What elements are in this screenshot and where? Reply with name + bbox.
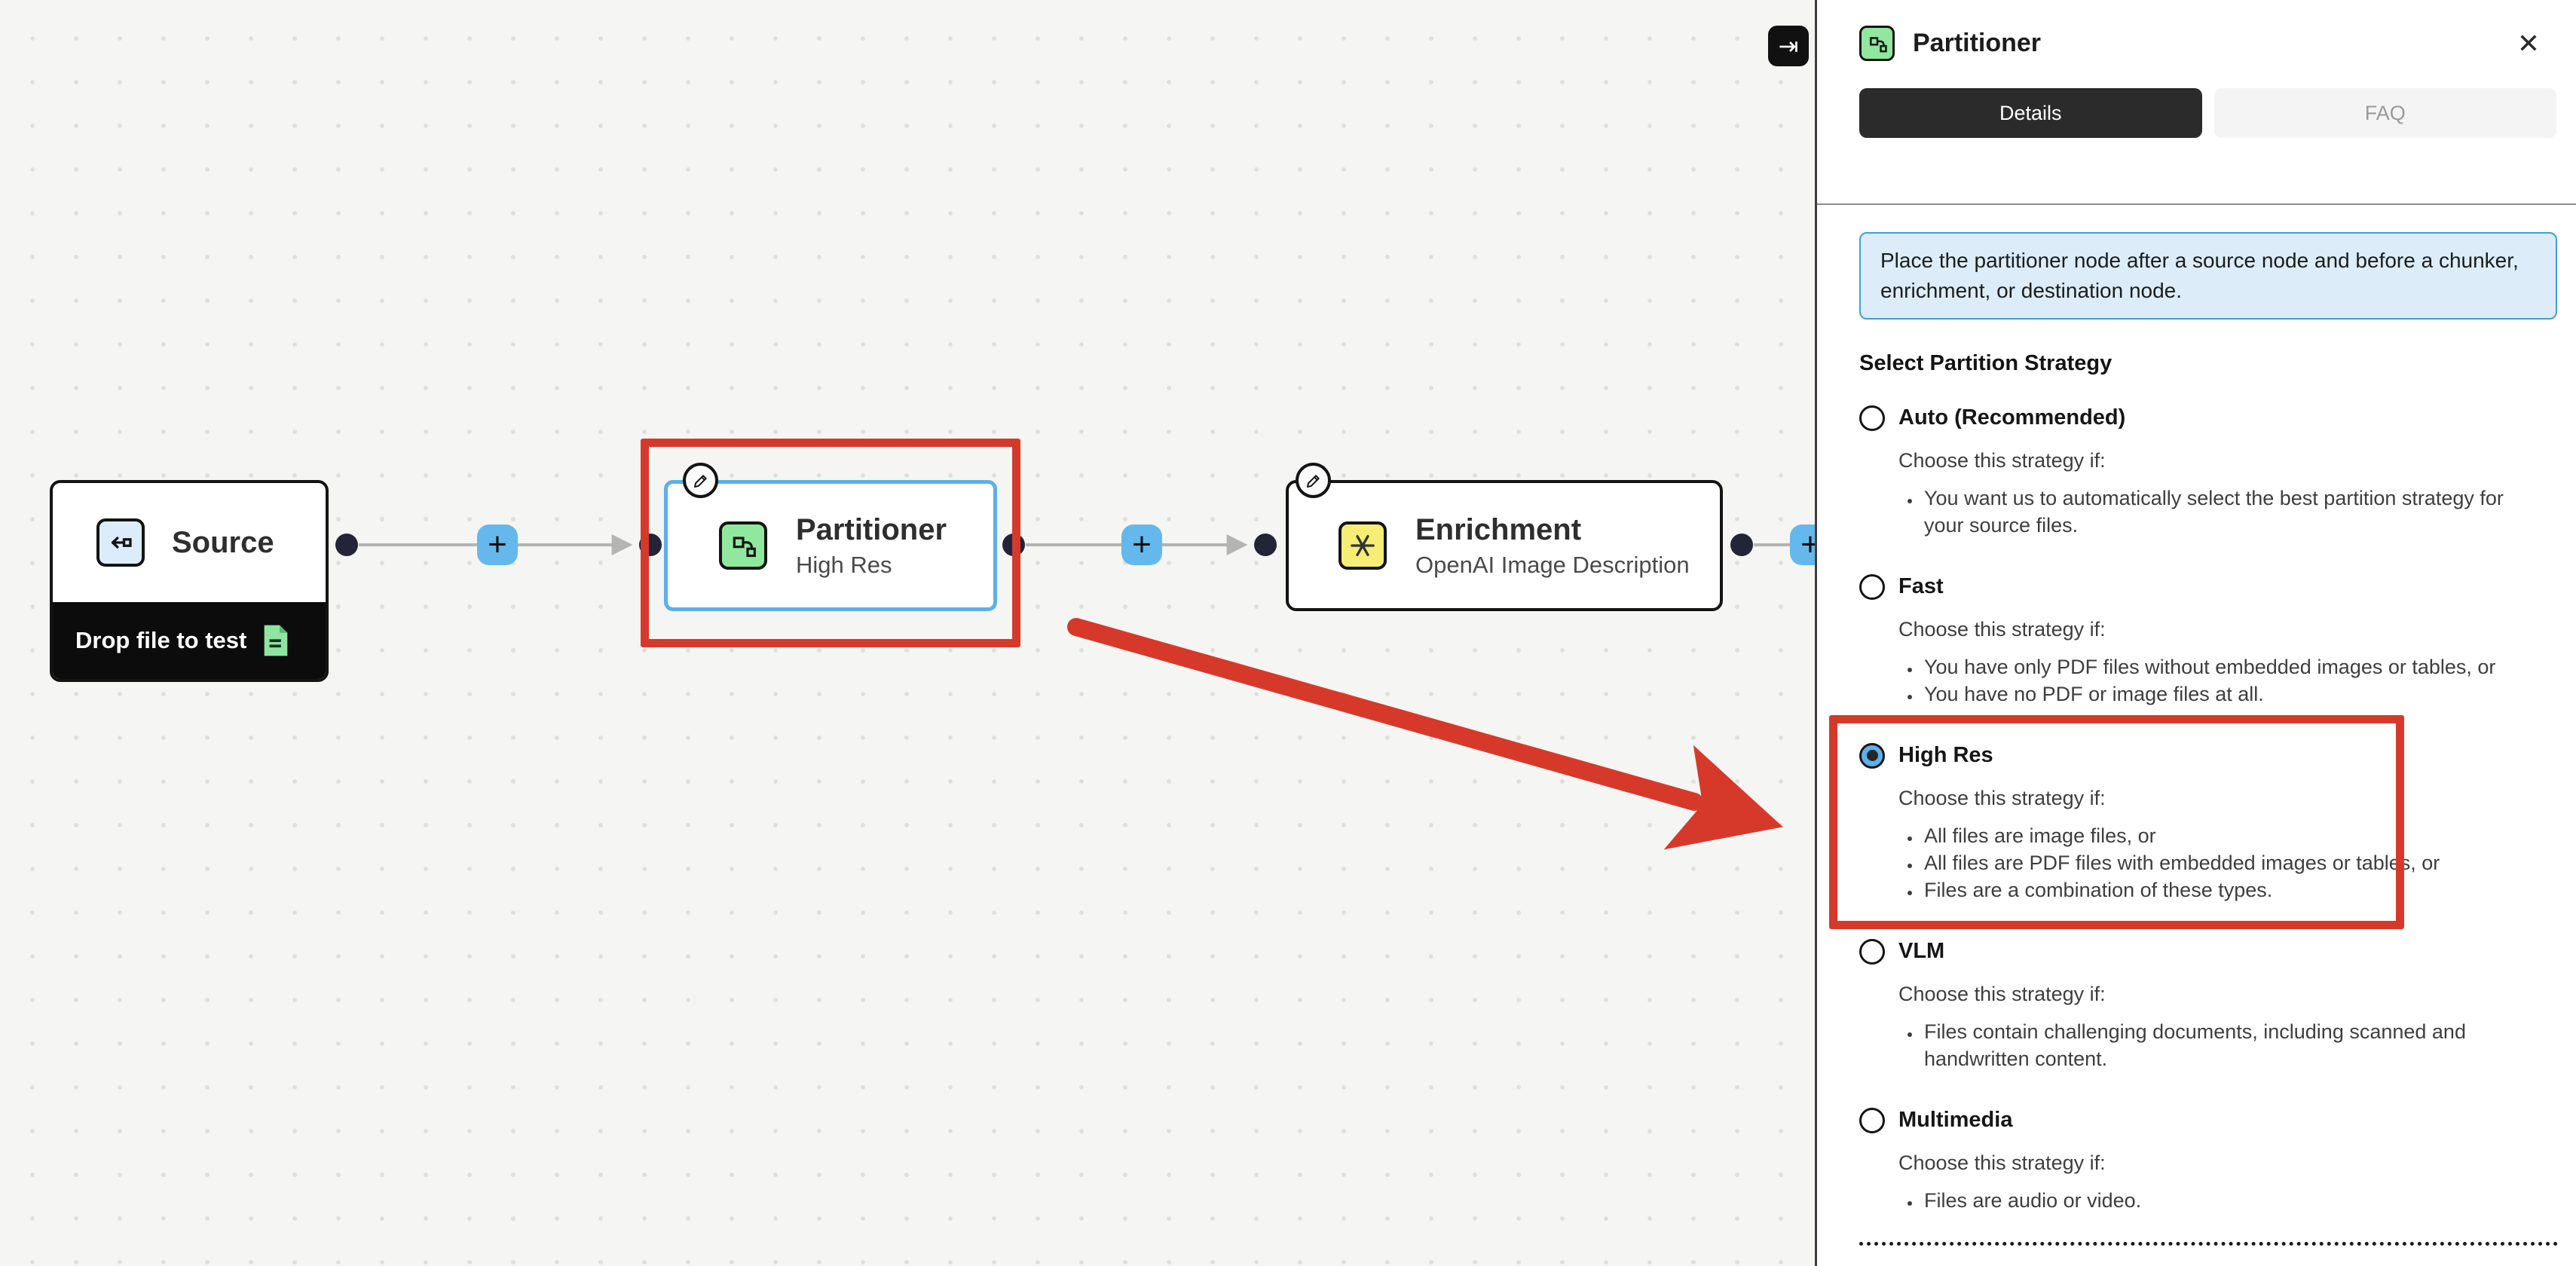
drop-file-label: Drop file to test <box>75 627 247 653</box>
partitioner-details-panel: Partitioner ✕ Details FAQ Place the part… <box>1815 0 2576 1266</box>
partitioner-node-title: Partitioner <box>796 513 947 546</box>
sparkle-asterisk-icon <box>1338 521 1387 570</box>
plus-icon: + <box>488 526 507 563</box>
strategy-fast: Fast Choose this strategy if: You have o… <box>1859 572 2556 708</box>
close-icon[interactable]: ✕ <box>2511 27 2546 60</box>
partitioner-icon <box>719 521 767 570</box>
bullet: All files are image files, or <box>1921 822 2524 849</box>
bullet: You have only PDF files without embedded… <box>1921 653 2524 680</box>
add-node-button-3[interactable]: + <box>1790 524 1816 565</box>
radio-row-high-res[interactable]: High Res <box>1859 741 2556 771</box>
drop-file-to-test-area[interactable]: Drop file to test <box>53 602 326 679</box>
strategy-multimedia: Multimedia Choose this strategy if: File… <box>1859 1105 2556 1214</box>
bullet: You want us to automatically select the … <box>1921 485 2524 539</box>
enrichment-node-subtitle: OpenAI Image Description <box>1415 552 1690 578</box>
strategy-vlm: VLM Choose this strategy if: Files conta… <box>1859 937 2556 1072</box>
choose-label: Choose this strategy if: <box>1898 617 2106 641</box>
strategy-bullets: Files contain challenging documents, inc… <box>1898 1018 2556 1072</box>
strategy-label: VLM <box>1898 939 1945 963</box>
strategy-bullets: All files are image files, or All files … <box>1898 822 2556 904</box>
partitioner-node-subtitle: High Res <box>796 552 892 578</box>
strategy-bullets: You have only PDF files without embedded… <box>1898 653 2556 708</box>
node-partitioner[interactable]: Partitioner High Res <box>664 480 997 611</box>
source-node-title: Source <box>172 526 274 559</box>
radio-row-vlm[interactable]: VLM <box>1859 937 2556 967</box>
radio-row-fast[interactable]: Fast <box>1859 572 2556 602</box>
collapse-panel-right-icon[interactable]: ⇥ <box>1768 26 1809 66</box>
strategy-label: Auto (Recommended) <box>1898 405 2126 430</box>
tab-details[interactable]: Details <box>1859 88 2202 138</box>
panel-header: Partitioner ✕ <box>1817 0 2576 61</box>
bullet: You have no PDF or image files at all. <box>1921 680 2524 708</box>
document-icon <box>265 625 288 656</box>
panel-tabs: Details FAQ <box>1859 88 2556 138</box>
radio-row-auto[interactable]: Auto (Recommended) <box>1859 403 2556 433</box>
panel-divider <box>1817 203 2576 205</box>
strategy-label: High Res <box>1898 743 1993 767</box>
choose-label: Choose this strategy if: <box>1898 1151 2106 1174</box>
partitioner-input-port[interactable] <box>639 534 662 556</box>
radio-multimedia[interactable] <box>1859 1107 1885 1133</box>
annotation-arrow <box>1067 618 1783 850</box>
dotted-separator <box>1859 1242 2558 1246</box>
pencil-edit-icon[interactable] <box>683 463 718 498</box>
strategy-label: Multimedia <box>1898 1108 2013 1132</box>
info-callout: Place the partitioner node after a sourc… <box>1859 232 2557 320</box>
partitioner-output-port[interactable] <box>1002 534 1025 556</box>
panel-content: Place the partitioner node after a sourc… <box>1817 205 2576 1266</box>
bullet: Files contain challenging documents, inc… <box>1921 1018 2524 1072</box>
add-node-button-1[interactable]: + <box>477 524 518 565</box>
strategy-high-res: High Res Choose this strategy if: All fi… <box>1829 714 2556 929</box>
plus-icon: + <box>1132 526 1152 563</box>
radio-fast[interactable] <box>1859 573 1885 600</box>
pencil-edit-icon[interactable] <box>1296 463 1331 498</box>
node-source[interactable]: Source Drop file to test <box>50 480 329 682</box>
source-output-port[interactable] <box>335 534 358 556</box>
strategy-bullets: You want us to automatically select the … <box>1898 485 2556 539</box>
tab-faq[interactable]: FAQ <box>2213 88 2556 138</box>
partitioner-icon <box>1859 26 1895 61</box>
enrichment-node-title: Enrichment <box>1415 513 1582 546</box>
strategy-auto: Auto (Recommended) Choose this strategy … <box>1859 403 2556 539</box>
strategy-heading: Select Partition Strategy <box>1859 350 2113 375</box>
radio-high-res[interactable] <box>1859 742 1885 769</box>
bullet: Files are audio or video. <box>1921 1187 2524 1214</box>
source-input-icon <box>96 518 145 567</box>
enrichment-input-port[interactable] <box>1254 534 1277 556</box>
node-enrichment[interactable]: Enrichment OpenAI Image Description <box>1286 480 1723 611</box>
choose-label: Choose this strategy if: <box>1898 448 2106 472</box>
choose-label: Choose this strategy if: <box>1898 982 2106 1005</box>
close-glyph: ✕ <box>2516 27 2540 59</box>
enrichment-output-port[interactable] <box>1730 534 1753 556</box>
strategy-label: Fast <box>1898 574 1944 598</box>
add-node-button-2[interactable]: + <box>1121 524 1162 565</box>
bullet: Files are a combination of these types. <box>1921 876 2524 904</box>
workflow-canvas[interactable]: ⇥ Source Drop file to test + + <box>0 0 1816 1266</box>
bullet: All files are PDF files with embedded im… <box>1921 849 2524 876</box>
panel-title: Partitioner <box>1913 29 2042 57</box>
collapse-glyph: ⇥ <box>1778 32 1799 60</box>
plus-icon: + <box>1800 526 1816 563</box>
strategy-bullets: Files are audio or video. <box>1898 1187 2556 1214</box>
radio-auto[interactable] <box>1859 405 1885 431</box>
radio-vlm[interactable] <box>1859 938 1885 965</box>
radio-row-multimedia[interactable]: Multimedia <box>1859 1105 2556 1136</box>
choose-label: Choose this strategy if: <box>1898 786 2106 809</box>
